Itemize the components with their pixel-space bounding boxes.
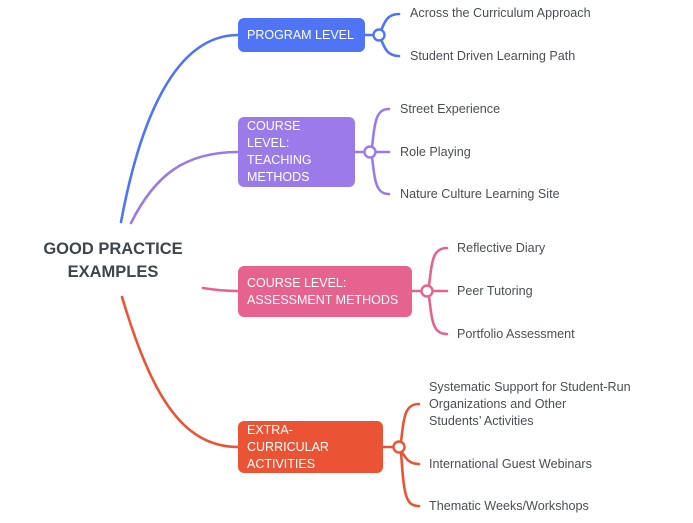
topic-label: EXTRA-CURRICULAR ACTIVITIES (247, 422, 329, 471)
collapse-toggle-icon[interactable] (392, 440, 406, 454)
root-topic-line-2: EXAMPLES (67, 263, 159, 281)
collapse-toggle-icon[interactable] (372, 28, 386, 42)
subtopic-nature-culture-site[interactable]: Nature Culture Learning Site (400, 187, 560, 201)
child-connector (399, 402, 421, 444)
subtopic-guest-webinars[interactable]: International Guest Webinars (429, 457, 592, 471)
subtopic-peer-tutoring[interactable]: Peer Tutoring (457, 284, 533, 298)
root-topic-line-1: GOOD PRACTICE (43, 240, 183, 258)
child-connector (370, 155, 391, 196)
subtopic-student-driven-path[interactable]: Student Driven Learning Path (410, 49, 576, 63)
child-connector (379, 38, 401, 58)
topic-program-level[interactable]: PROGRAM LEVEL (238, 18, 365, 52)
collapse-toggle-icon[interactable] (363, 145, 377, 159)
topic-extra-curricular[interactable]: EXTRA-CURRICULAR ACTIVITIES (238, 421, 383, 473)
subtopic-across-curriculum[interactable]: Across the Curriculum Approach (410, 6, 591, 20)
subtopic-thematic-weeks[interactable]: Thematic Weeks/Workshops (429, 499, 589, 513)
collapse-toggle-icon[interactable] (420, 284, 434, 298)
topic-teaching-methods[interactable]: COURSE LEVEL: TEACHING METHODS (238, 117, 355, 187)
root-connector (129, 150, 240, 225)
topic-assessment-methods[interactable]: COURSE LEVEL: ASSESSMENT METHODS (238, 266, 412, 317)
root-connector (119, 33, 240, 224)
child-connector (399, 450, 421, 508)
subtopic-reflective-diary[interactable]: Reflective Diary (457, 241, 546, 255)
child-connector (370, 107, 391, 149)
subtopic-street-experience[interactable]: Street Experience (400, 102, 501, 116)
root-connector (120, 295, 240, 449)
root-topic[interactable]: GOOD PRACTICE EXAMPLES (22, 238, 204, 284)
topic-label: PROGRAM LEVEL (247, 27, 354, 42)
child-connector (379, 12, 401, 32)
child-connector (427, 246, 449, 288)
child-connector (427, 294, 449, 336)
subtopic-role-playing[interactable]: Role Playing (400, 145, 471, 159)
topic-label: COURSE LEVEL: TEACHING METHODS (247, 119, 312, 184)
subtopic-student-run-support[interactable]: Systematic Support for Student-Run Organ… (429, 380, 631, 428)
subtopic-portfolio-assessment[interactable]: Portfolio Assessment (457, 327, 575, 341)
topic-label: COURSE LEVEL: ASSESSMENT METHODS (247, 275, 399, 307)
root-connector (201, 286, 240, 293)
child-connector (399, 450, 421, 466)
